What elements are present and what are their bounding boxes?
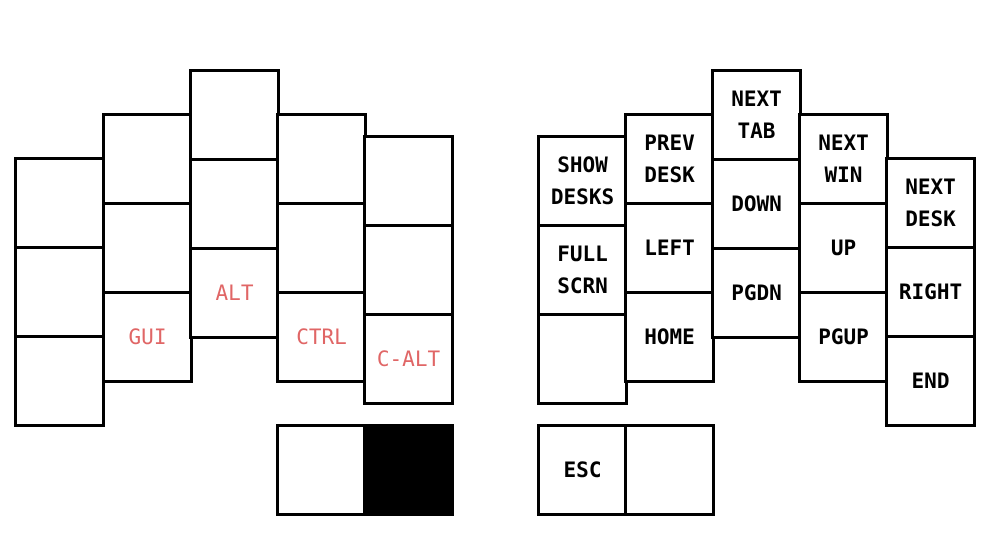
left-key-ctrl: CTRL (276, 291, 367, 383)
key-label: CTRL (296, 325, 347, 349)
left-key-col1-row1 (14, 157, 105, 249)
key-label: NEXT TAB (731, 87, 782, 143)
key-label: NEXT DESK (905, 175, 956, 231)
right-key-left: LEFT (624, 202, 715, 294)
right-key-pgdn: PGDN (711, 247, 802, 339)
left-key-c-alt: C-ALT (363, 313, 454, 405)
right-key-next-desk: NEXT DESK (885, 157, 976, 249)
left-key-col1-row2 (14, 246, 105, 338)
left-thumb-held-layer-key (363, 424, 454, 516)
left-key-col5-row1 (363, 135, 454, 227)
key-label: LEFT (644, 236, 695, 260)
right-key-pgup: PGUP (798, 291, 889, 383)
right-key-full-scrn: FULL SCRN (537, 224, 628, 316)
key-label: UP (830, 236, 857, 260)
right-key-home: HOME (624, 291, 715, 383)
left-key-col1-row3 (14, 335, 105, 427)
left-key-col4-row2 (276, 202, 367, 294)
key-label: FULL SCRN (557, 242, 608, 298)
key-label: ALT (215, 281, 254, 305)
left-key-gui: GUI (102, 291, 193, 383)
left-key-col4-row1 (276, 113, 367, 205)
left-key-col3-row1 (189, 69, 280, 161)
key-label: DOWN (731, 192, 782, 216)
right-key-next-tab: NEXT TAB (711, 69, 802, 161)
right-thumb-esc: ESC (537, 424, 628, 516)
key-label: C-ALT (376, 347, 441, 371)
right-key-down: DOWN (711, 158, 802, 250)
key-label: END (911, 369, 950, 393)
key-label: SHOW DESKS (550, 153, 615, 209)
left-key-col5-row2 (363, 224, 454, 316)
right-thumb-2 (624, 424, 715, 516)
key-label: GUI (128, 325, 167, 349)
right-key-prev-desk: PREV DESK (624, 113, 715, 205)
key-label: RIGHT (898, 280, 963, 304)
key-label: HOME (644, 325, 695, 349)
key-label: PGUP (818, 325, 869, 349)
left-key-col2-row1 (102, 113, 193, 205)
key-label: PGDN (731, 281, 782, 305)
left-key-alt: ALT (189, 247, 280, 339)
right-key-col1-row3 (537, 313, 628, 405)
left-key-col2-row2 (102, 202, 193, 294)
key-label: PREV DESK (644, 131, 695, 187)
right-key-end: END (885, 335, 976, 427)
right-key-show-desks: SHOW DESKS (537, 135, 628, 227)
key-label: ESC (563, 458, 602, 482)
right-key-up: UP (798, 202, 889, 294)
key-label: NEXT WIN (818, 131, 869, 187)
right-key-next-win: NEXT WIN (798, 113, 889, 205)
left-key-col3-row2 (189, 158, 280, 250)
right-key-right: RIGHT (885, 246, 976, 338)
left-thumb-1 (276, 424, 367, 516)
